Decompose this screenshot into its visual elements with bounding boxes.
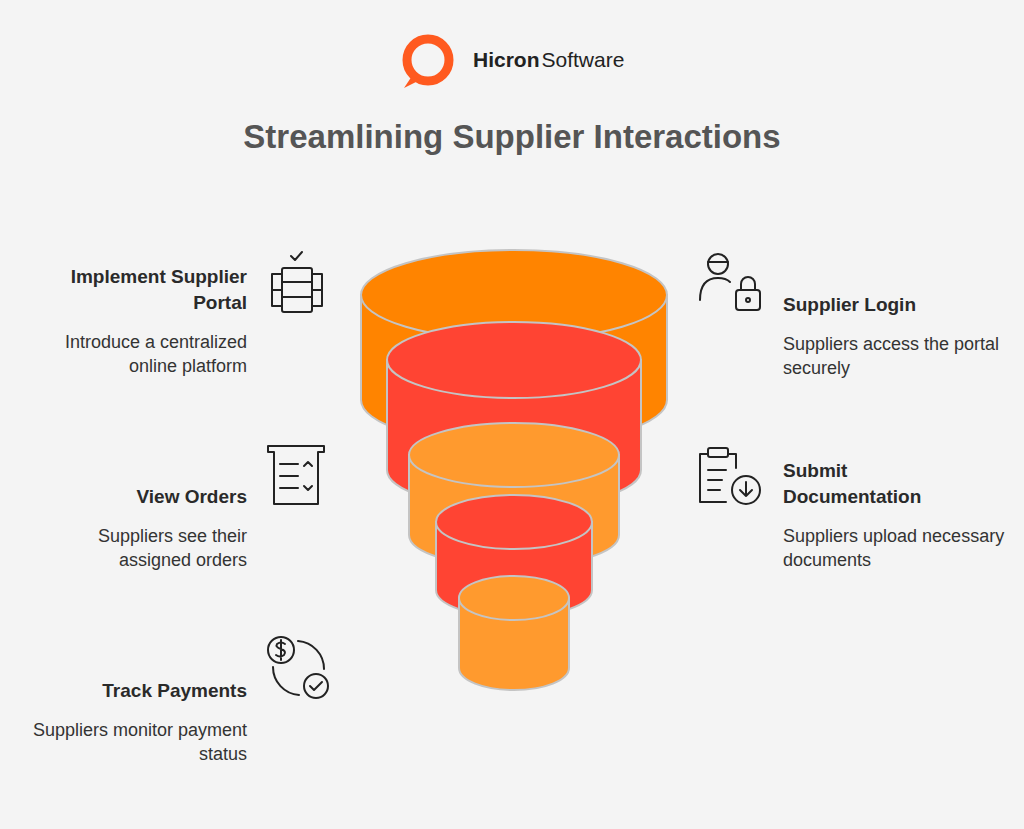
step-heading: Track Payments (32, 678, 247, 704)
funnel-tier-top (436, 495, 592, 549)
funnel (361, 250, 667, 690)
funnel-tier-top (409, 423, 619, 487)
logo-text: Hicron (473, 48, 540, 72)
step-description: Suppliers see their assigned orders (32, 524, 247, 572)
step-description: Suppliers upload necessary documents (783, 524, 1008, 572)
step-heading: Supplier Login (783, 292, 1003, 318)
step-heading: Submit Documentation (783, 458, 933, 510)
portal-icon (272, 252, 322, 312)
step-description: Suppliers monitor payment status (32, 718, 247, 766)
logo-text: Software (542, 48, 625, 72)
payments-icon (268, 637, 328, 698)
orders-icon (268, 446, 324, 504)
funnel-tier-top (459, 576, 569, 620)
step-heading: Implement Supplier Portal (57, 264, 247, 316)
funnel-tier-top (387, 322, 641, 398)
step-description: Introduce a centralized online platform (32, 330, 247, 378)
step-item: View OrdersSuppliers see their assigned … (32, 484, 247, 572)
step-item: Submit DocumentationSuppliers upload nec… (783, 458, 1008, 572)
step-item: Implement Supplier PortalIntroduce a cen… (32, 264, 247, 378)
login-icon (700, 254, 760, 310)
documentation-icon (700, 448, 760, 504)
title: Streamlining Supplier Interactions (0, 118, 1024, 156)
step-heading: View Orders (32, 484, 247, 510)
step-item: Track PaymentsSuppliers monitor payment … (32, 678, 247, 766)
logo-icon (404, 39, 449, 88)
step-description: Suppliers access the portal securely (783, 332, 1008, 380)
step-item: Supplier LoginSuppliers access the porta… (783, 292, 1008, 380)
